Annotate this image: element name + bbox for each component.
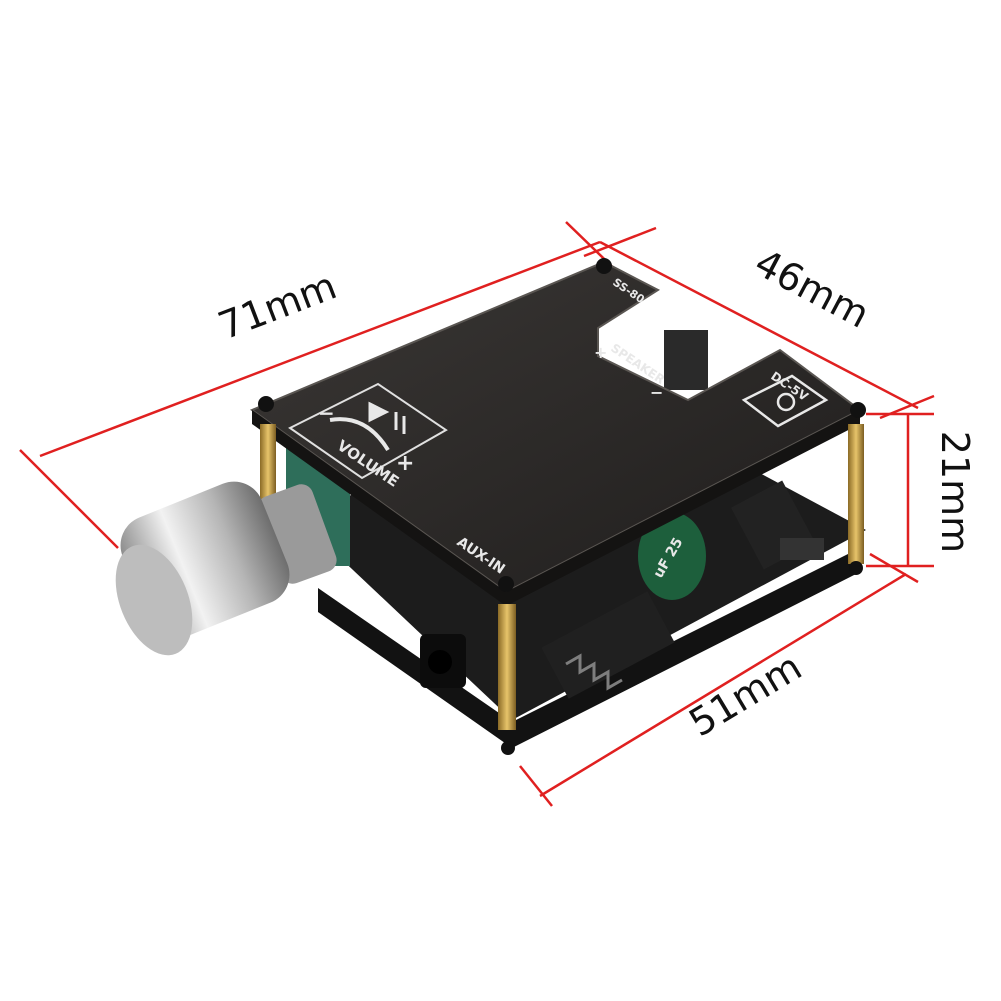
dim-tick-width-left (583, 226, 657, 258)
volume-knob[interactable] (101, 473, 340, 667)
dim-tick-depth-left (519, 765, 553, 807)
standoff (848, 424, 864, 564)
screw (850, 402, 866, 418)
dim-label-width: 46mm (748, 240, 877, 336)
dimension-lines (19, 221, 935, 807)
bluetooth-module (541, 591, 675, 699)
standoff (498, 604, 516, 730)
screw (849, 561, 863, 575)
aux-jack-hole (428, 650, 452, 674)
bluetooth-antenna (565, 653, 623, 691)
bottom-pcb (318, 548, 860, 748)
speaker-terminal (664, 330, 708, 390)
amplifier-board: uF 25 VOLUME − + AUX-IN SPEAKER + − DC-5… (249, 258, 866, 755)
speaker-minus-label: − (650, 383, 663, 402)
switch (780, 538, 824, 560)
capacitor (638, 512, 706, 600)
dim-tick-depth-right (869, 552, 919, 584)
dim-line-length (39, 240, 601, 458)
knob-face (115, 544, 193, 656)
dim-label-depth: 51mm (682, 644, 810, 745)
screw (501, 741, 515, 755)
screw (498, 576, 514, 592)
volume-arrow-icon (329, 417, 390, 452)
dim-label-length: 71mm (212, 263, 342, 348)
dim-line-width (599, 240, 919, 410)
speaker-plus-label: + (594, 343, 607, 362)
dc-power-icon (741, 374, 829, 428)
dim-tick-length-left (19, 449, 119, 549)
play-pause-icon (368, 401, 406, 434)
top-plate-edge (252, 410, 860, 606)
dim-label-height: 21mm (933, 431, 977, 553)
screw (258, 396, 274, 412)
dim-line-depth (539, 572, 907, 798)
screw (596, 258, 612, 274)
volume-plus: + (396, 451, 414, 476)
standoff (260, 424, 276, 516)
